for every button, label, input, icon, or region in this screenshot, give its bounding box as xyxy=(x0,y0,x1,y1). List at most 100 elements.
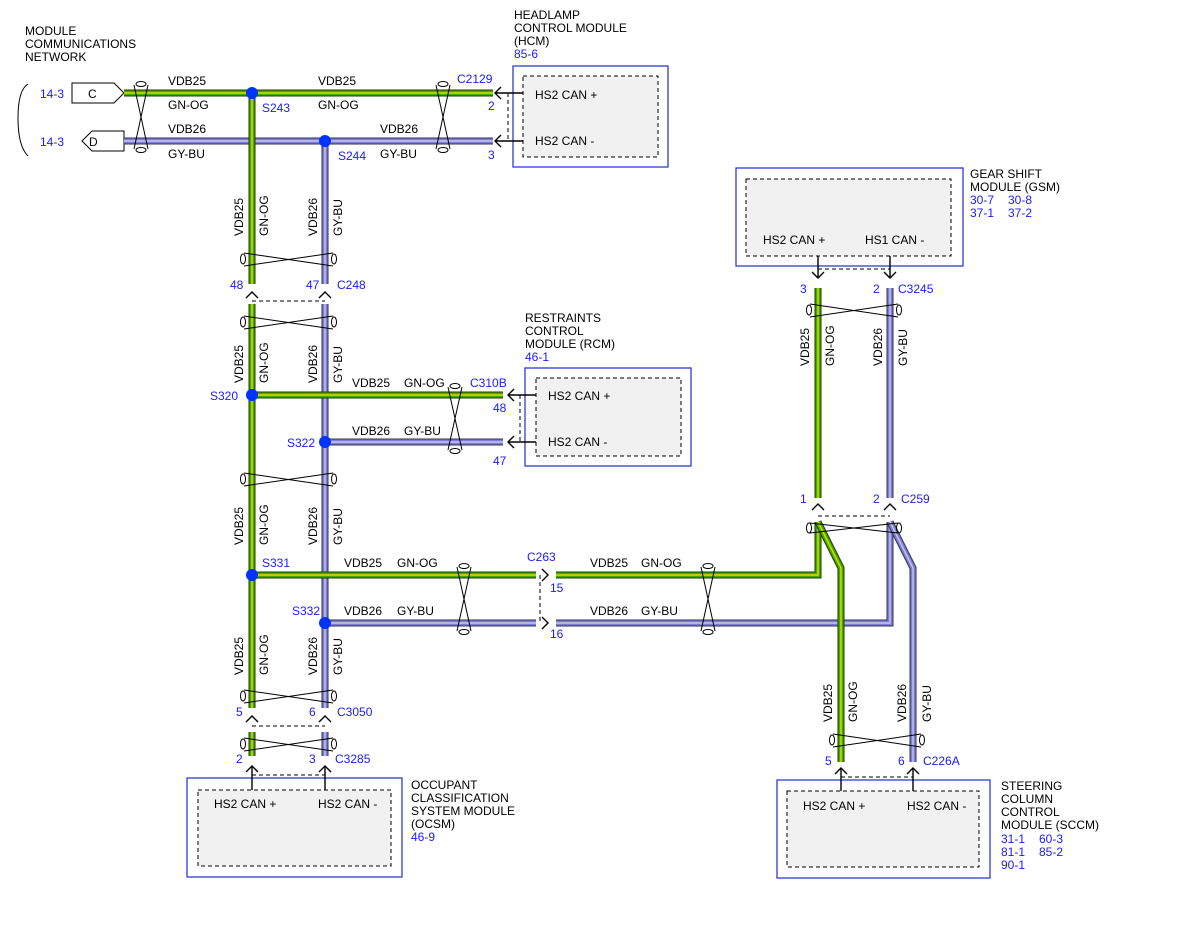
connector-c3050-name[interactable]: C3050 xyxy=(337,705,373,719)
twist-marker-trunk xyxy=(240,252,337,752)
module-ref[interactable]: 37-2 xyxy=(1008,206,1032,220)
module-title: CLASSIFICATION xyxy=(411,791,509,805)
wire-label: GN-OG xyxy=(168,98,209,112)
module-ref[interactable]: 60-3 xyxy=(1039,832,1063,846)
module-ref[interactable]: 31-1 xyxy=(1001,832,1025,846)
wire-can-minus-sccm xyxy=(886,520,917,762)
wire-label: GN-OG xyxy=(257,634,271,675)
connector-c3285[interactable] xyxy=(245,765,332,776)
module-hcm[interactable]: HEADLAMP CONTROL MODULE (HCM) 85-6 HS2 C… xyxy=(512,8,669,168)
connector-c310b[interactable] xyxy=(507,388,521,449)
wire-label: GN-OG xyxy=(823,325,837,366)
connector-c226a[interactable] xyxy=(834,767,920,778)
wire-label: VDB26 xyxy=(306,637,320,675)
wire-label: VDB25 xyxy=(352,376,390,390)
connector-c3285-name[interactable]: C3285 xyxy=(335,752,371,766)
splice-s332[interactable]: S332 xyxy=(292,604,331,629)
module-gsm[interactable]: HS2 CAN + HS1 CAN - GEAR SHIFT MODULE (G… xyxy=(735,167,1060,267)
module-title: STEERING xyxy=(1001,779,1062,793)
wire-label: GN-OG xyxy=(257,195,271,236)
terminal-c xyxy=(71,82,125,104)
network-ref-c[interactable]: 14-3 xyxy=(40,87,64,101)
pin-number: 16 xyxy=(550,627,564,641)
pin-number: 6 xyxy=(898,754,905,768)
wire-label: GY-BU xyxy=(331,199,345,236)
connector-c310b-name[interactable]: C310B xyxy=(470,376,507,390)
wire-label: VDB25 xyxy=(232,345,246,383)
splice-s244[interactable]: S244 xyxy=(319,135,366,163)
module-pin-label: HS2 CAN + xyxy=(535,88,597,102)
module-title: GEAR SHIFT xyxy=(970,167,1043,181)
connector-c3050[interactable] xyxy=(245,715,332,727)
wire-label: VDB25 xyxy=(590,556,628,570)
pin-number: 6 xyxy=(309,705,316,719)
module-ref[interactable]: 30-8 xyxy=(1008,193,1032,207)
module-pin-label: HS1 CAN - xyxy=(865,233,924,247)
module-pin-label: HS2 CAN - xyxy=(907,799,966,813)
network-title-1: MODULE xyxy=(25,24,76,38)
wire-label: VDB26 xyxy=(168,122,206,136)
module-ref[interactable]: 90-1 xyxy=(1001,858,1025,872)
connector-c3245[interactable] xyxy=(811,268,897,279)
module-hcm-inner xyxy=(522,75,659,158)
wire-can-plus-sccm xyxy=(814,520,845,762)
module-title: OCCUPANT xyxy=(411,778,478,792)
wire-label: VDB26 xyxy=(380,122,418,136)
network-block: MODULE COMMUNICATIONS NETWORK 14-3 14-3 … xyxy=(17,24,136,157)
pin-number: 5 xyxy=(825,754,832,768)
connector-c263[interactable] xyxy=(539,568,549,630)
pin-number: 2 xyxy=(236,752,243,766)
module-ref[interactable]: 46-1 xyxy=(525,350,549,364)
module-title: CONTROL xyxy=(1001,805,1060,819)
module-title: (HCM) xyxy=(514,34,549,48)
twist-marker-c263 xyxy=(456,563,716,635)
wire-label: GN-OG xyxy=(318,98,359,112)
connector-c263-name[interactable]: C263 xyxy=(527,550,556,564)
module-rcm[interactable]: RESTRAINTS CONTROL MODULE (RCM) 46-1 HS2… xyxy=(524,311,692,467)
module-ref[interactable]: 81-1 xyxy=(1001,845,1025,859)
splice-s243[interactable]: S243 xyxy=(246,87,290,115)
wire-label: GN-OG xyxy=(397,556,438,570)
twist-marker-gsm xyxy=(806,303,902,534)
module-ref[interactable]: 85-2 xyxy=(1039,845,1063,859)
module-ref[interactable]: 37-1 xyxy=(970,206,994,220)
module-title: RESTRAINTS xyxy=(525,311,601,325)
wire-label: VDB26 xyxy=(895,684,909,722)
module-title: CONTROL MODULE xyxy=(514,21,627,35)
module-pin-label: HS2 CAN + xyxy=(803,799,865,813)
terminal-d-label: D xyxy=(89,135,98,149)
wire-label: VDB25 xyxy=(168,74,206,88)
wire-label: VDB26 xyxy=(871,328,885,366)
wire-label: GY-BU xyxy=(168,147,205,161)
pin-number: 3 xyxy=(800,282,807,296)
network-ref-d[interactable]: 14-3 xyxy=(40,135,64,149)
connector-c2129-name[interactable]: C2129 xyxy=(457,72,493,86)
module-ocsm[interactable]: HS2 CAN + HS2 CAN - OCCUPANT CLASSIFICAT… xyxy=(186,777,515,878)
module-ref[interactable]: 85-6 xyxy=(514,47,538,61)
connector-c259-name[interactable]: C259 xyxy=(901,492,930,506)
module-title: (OCSM) xyxy=(411,817,455,831)
connector-c2129[interactable] xyxy=(494,86,509,148)
wire-can-minus-c263-right xyxy=(556,522,894,627)
connector-c226a-name[interactable]: C226A xyxy=(923,754,960,768)
module-ref[interactable]: 30-7 xyxy=(970,193,994,207)
module-ref[interactable]: 46-9 xyxy=(411,830,435,844)
splice-s331[interactable]: S331 xyxy=(246,556,290,581)
module-gsm-inner xyxy=(745,178,952,257)
terminal-c-label: C xyxy=(88,87,97,101)
module-rcm-inner xyxy=(535,377,682,457)
splice-s243-label: S243 xyxy=(262,101,290,115)
connector-c248-name[interactable]: C248 xyxy=(337,278,366,292)
pin-number: 48 xyxy=(230,278,244,292)
module-pin-label: HS2 CAN + xyxy=(214,797,276,811)
connector-c259[interactable] xyxy=(811,503,897,517)
splice-s320[interactable]: S320 xyxy=(210,389,258,403)
module-sccm[interactable]: HS2 CAN + HS2 CAN - STEERING COLUMN CONT… xyxy=(776,779,1099,879)
wire-label: GY-BU xyxy=(896,329,910,366)
connector-c3245-name[interactable]: C3245 xyxy=(898,282,934,296)
splice-s322[interactable]: S322 xyxy=(287,436,331,450)
wire-label: GY-BU xyxy=(380,147,417,161)
pin-number: 3 xyxy=(309,752,316,766)
connector-c248[interactable] xyxy=(245,291,332,302)
splice-s320-label: S320 xyxy=(210,389,238,403)
